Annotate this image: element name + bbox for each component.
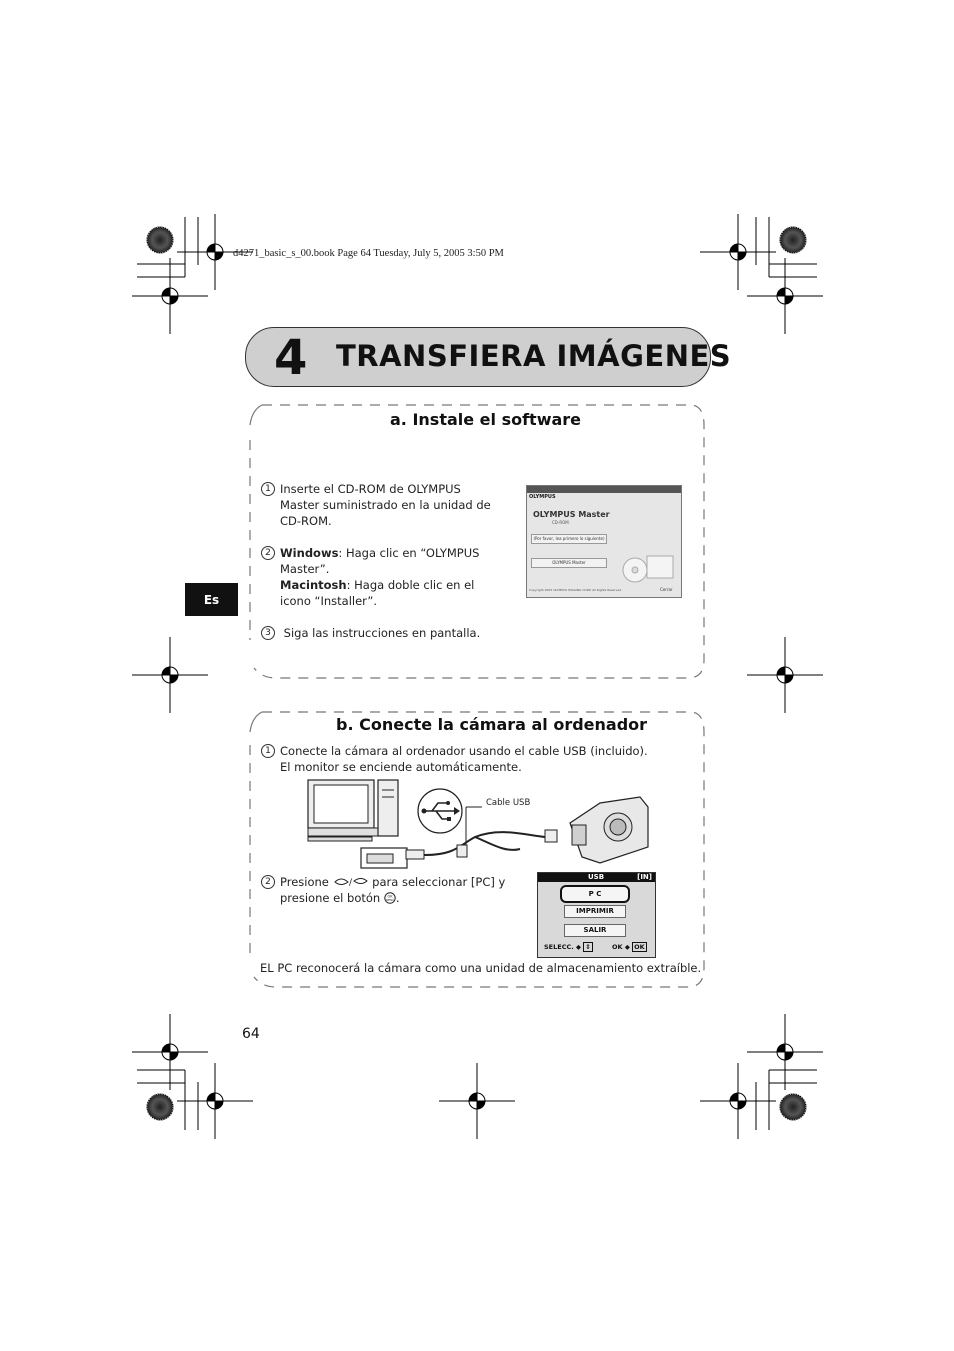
text-line: : Haga clic en “OLYMPUS [338,546,480,560]
lcd-select-label: SELECC. [544,943,574,951]
installer-screenshot: OLYMPUS OLYMPUS Master CD-ROM (Por favor… [526,485,682,598]
text-line: presione el botón [280,891,384,905]
lcd-footer-select: SELECC. ◆ ⇕ [544,942,593,952]
step-b1-text: Conecte la cámara al ordenador usando el… [280,743,648,775]
section-b-title: b. Conecte la cámara al ordenador [336,715,648,734]
lcd-item-salir: SALIR [564,924,626,937]
text-line: Master suministrado en la unidad de [280,498,491,512]
macintosh-label: Macintosh [280,578,347,592]
step-number: 2 [261,875,275,889]
text-line: : Haga doble clic en el [346,578,475,592]
arrow-pad-icon: / [333,878,368,888]
lcd-item-imprimir: IMPRIMIR [564,905,626,918]
step-number: 2 [261,546,275,560]
text-line: Master”. [280,562,330,576]
chapter-banner: 4 TRANSFIERA IMÁGENES [245,327,731,387]
language-tab: Es [185,583,238,616]
copyright-text: Copyright 2005 OLYMPUS IMAGING CORP. All… [529,588,623,592]
chapter-number: 4 [274,330,308,386]
text-line: El monitor se enciende automáticamente. [280,760,522,774]
lcd-title: USB [588,873,605,881]
windows-label: Windows [280,546,339,560]
install-button: OLYMPUS Master [531,558,607,568]
step-number: 1 [261,482,275,496]
step-a2-text: Windows: Haga clic en “OLYMPUS Master”. … [280,545,479,609]
text-line: icono “Installer”. [280,594,378,608]
dial-icon: ⇕ [583,942,593,952]
section-a-title: a. Instale el software [390,410,582,429]
lcd-footer-ok: OK ◆ OK [612,942,647,952]
product-subtitle: CD-ROM [552,520,569,525]
lcd-item-pc: P C [560,885,630,903]
text-line: para seleccionar [PC] y [368,875,506,889]
usb-connection-illustration [307,779,649,869]
chapter-title: TRANSFIERA IMÁGENES [336,339,732,373]
window-titlebar [527,486,681,493]
lcd-ok-label: OK [612,943,623,951]
brand-logo: OLYMPUS [529,494,556,500]
cd-illustration [622,555,674,583]
svg-text:OK: OK [387,895,393,899]
readme-button: (Por favor, lea primero lo siguiente) [531,534,607,544]
step-b2-text: Presione / para seleccionar [PC] y presi… [280,874,505,906]
product-title: OLYMPUS Master [533,510,610,519]
svg-text:/: / [349,878,353,887]
camera-lcd-usb-menu: USB [IN] P C IMPRIMIR SALIR SELECC. ◆ ⇕ … [537,872,656,958]
step-a1-text: Inserte el CD-ROM de OLYMPUS Master sumi… [280,481,491,529]
cable-usb-label: Cable USB [486,798,531,808]
text-line: Inserte el CD-ROM de OLYMPUS [280,482,461,496]
lcd-header: USB [IN] [538,873,655,882]
text-line: Conecte la cámara al ordenador usando el… [280,744,648,758]
svg-text:MENU: MENU [386,898,394,902]
step-a3-text: Siga las instrucciones en pantalla. [280,626,481,640]
close-button-label: Cerrar [660,587,673,592]
page-number: 64 [242,1026,260,1042]
step-number: 3 [261,626,275,640]
lcd-memory-indicator: [IN] [637,873,652,881]
ok-key-icon: OK [632,942,647,952]
text-line: . [395,891,400,905]
step-number: 1 [261,744,275,758]
text-line: CD-ROM. [280,514,332,528]
text-line: Presione [280,875,329,889]
pc-recognition-note: EL PC reconocerá la cámara como una unid… [260,961,702,975]
print-header: d4271_basic_s_00.book Page 64 Tuesday, J… [233,248,504,259]
